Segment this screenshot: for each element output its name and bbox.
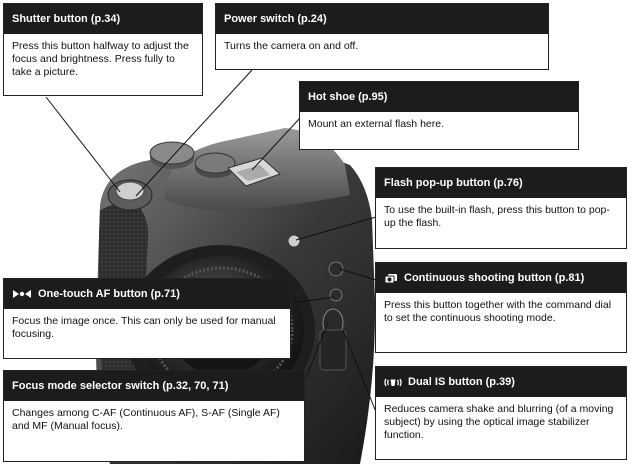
callout-text: Press this button together with the comm…	[384, 299, 612, 324]
callout-title: Dual IS button (p.39)	[408, 376, 515, 388]
callout-power-switch: Power switch (p.24) Turns the camera on …	[215, 3, 549, 70]
one-touch-af-icon	[12, 289, 32, 299]
callout-title: Hot shoe (p.95)	[300, 82, 578, 112]
callout-flash-popup-button: Flash pop-up button (p.76) To use the bu…	[375, 167, 627, 249]
callout-title: Flash pop-up button (p.76)	[376, 168, 626, 198]
callout-continuous-shooting-button: Continuous shooting button (p.81) Press …	[375, 262, 627, 353]
callout-text: To use the built-in flash, press this bu…	[384, 204, 610, 229]
callout-title: Focus mode selector switch (p.32, 70, 71…	[4, 371, 304, 401]
callout-text: Turns the camera on and off.	[224, 40, 359, 52]
callout-text: Reduces camera shake and blurring (of a …	[384, 403, 614, 441]
callout-title: One-touch AF button (p.71)	[38, 288, 180, 300]
callout-dual-is-button: Dual IS button (p.39) Reduces camera sha…	[375, 366, 627, 460]
callout-text: Changes among C-AF (Continuous AF), S-AF…	[12, 407, 280, 432]
callout-shutter-button: Shutter button (p.34) Press this button …	[3, 3, 203, 96]
dual-is-icon	[384, 377, 402, 388]
callout-one-touch-af-button: One-touch AF button (p.71) Focus the ima…	[3, 278, 291, 359]
callout-title: Shutter button (p.34)	[4, 4, 202, 34]
continuous-shooting-icon	[384, 273, 398, 284]
callout-title: Continuous shooting button (p.81)	[404, 272, 585, 284]
callout-text: Press this button halfway to adjust the …	[12, 40, 189, 78]
callout-text: Mount an external flash here.	[308, 118, 444, 130]
callout-hot-shoe: Hot shoe (p.95) Mount an external flash …	[299, 81, 579, 150]
callout-title: Power switch (p.24)	[216, 4, 548, 34]
callout-focus-mode-selector: Focus mode selector switch (p.32, 70, 71…	[3, 370, 305, 462]
callout-text: Focus the image once. This can only be u…	[12, 315, 276, 340]
